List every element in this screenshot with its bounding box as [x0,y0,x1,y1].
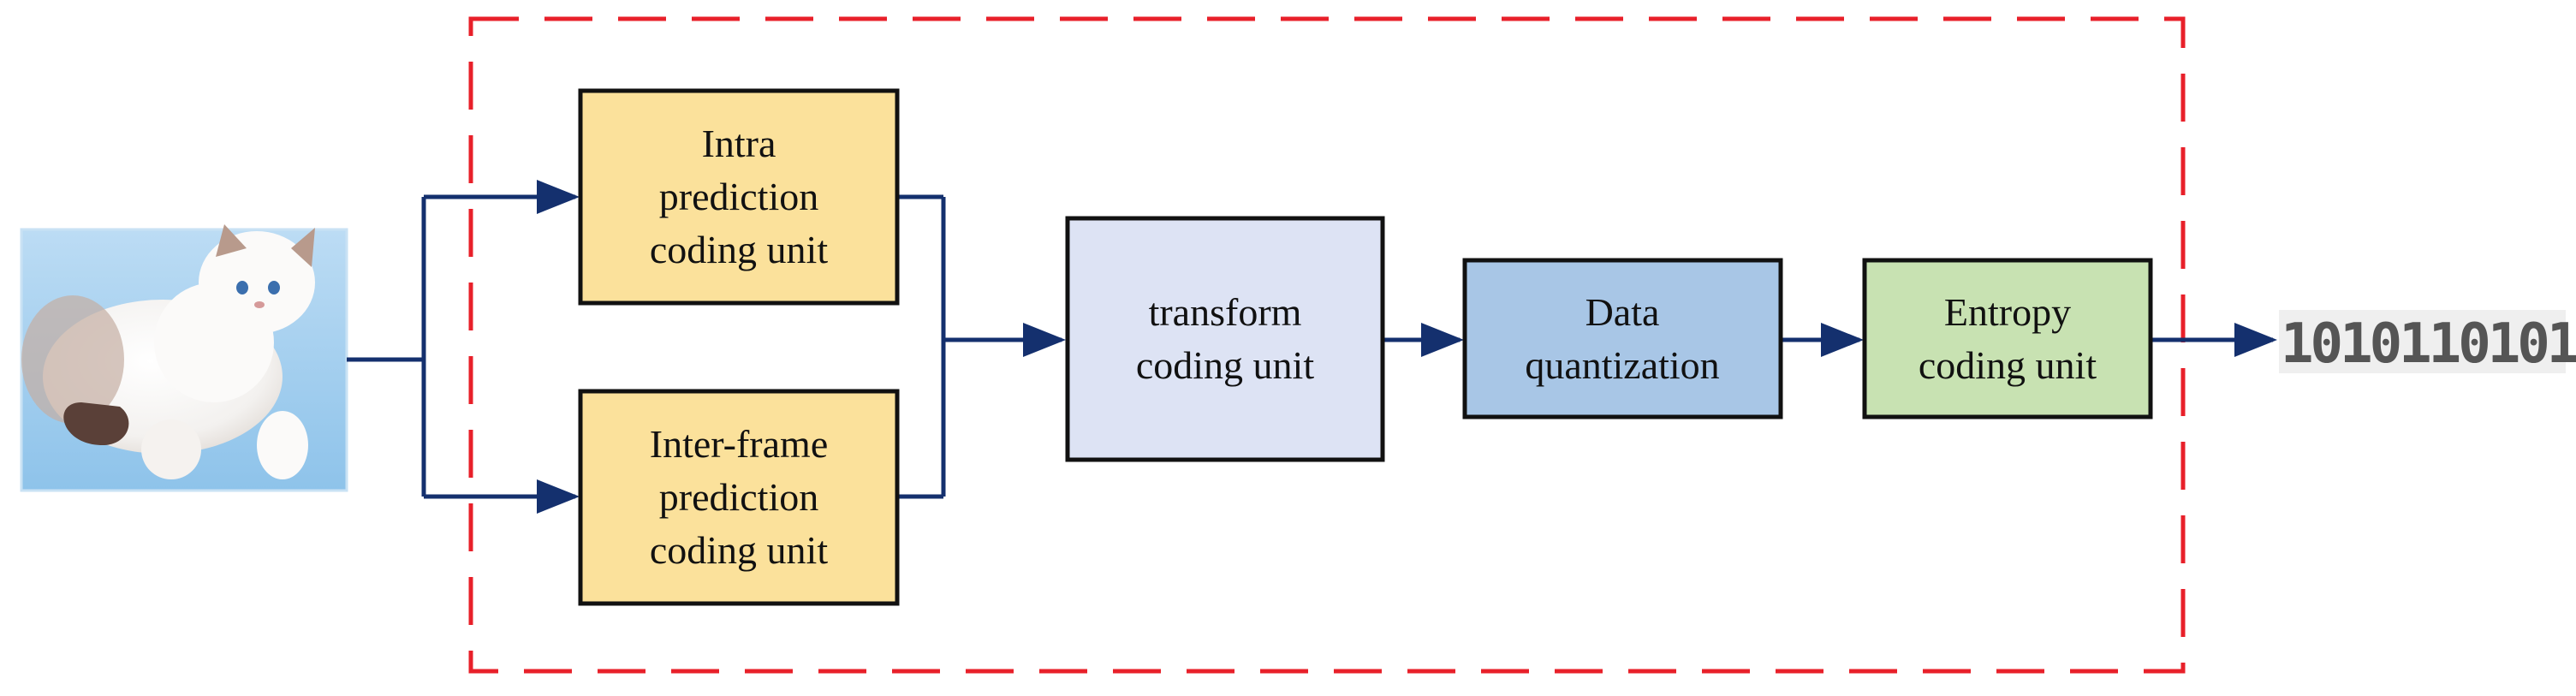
kitten-eye-left [236,281,248,294]
inter-prediction-block: Inter-frame prediction coding unit [578,389,900,606]
kitten-haunch-shading [21,295,124,424]
intra-prediction-block: Intra prediction coding unit [578,88,900,306]
kitten-eye-right [268,281,280,294]
entropy-line-1: Entropy [1944,290,2071,334]
entropy-line-2: coding unit [1919,343,2097,387]
entropy-box [1862,258,2153,419]
input-image-kitten [20,224,348,492]
inter-prediction-box [578,389,900,606]
intra-line-3: coding unit [650,228,828,271]
transform-line-2: coding unit [1136,343,1314,387]
quantization-line-1: Data [1585,290,1660,334]
inter-line-2: prediction [659,475,819,519]
quantization-box [1462,258,1783,419]
kitten-front-leg [257,411,308,479]
intra-line-1: Intra [702,122,776,165]
intra-line-2: prediction [659,175,819,218]
bitstream-text: 1010110101 [2281,312,2576,376]
bitstream-background [2279,310,2566,373]
inter-line-3: coding unit [650,528,828,572]
kitten-head [199,231,315,334]
kitten-back-leg [141,419,201,479]
inter-line-1: Inter-frame [650,422,828,466]
kitten-ear-right [291,228,315,267]
output-bitstream: 1010110101 [2279,310,2576,376]
encoder-boundary [468,16,2186,674]
connectors [347,180,2277,514]
transform-block: transform coding unit [1065,216,1385,462]
kitten-ear-left [216,224,247,257]
kitten-nose [254,301,265,308]
transform-box [1065,216,1385,462]
intra-prediction-box [578,88,900,306]
kitten-tail [63,402,129,445]
entropy-block: Entropy coding unit [1862,258,2153,419]
quantization-line-2: quantization [1525,343,1719,387]
quantization-block: Data quantization [1462,258,1783,419]
transform-line-1: transform [1149,290,1302,334]
